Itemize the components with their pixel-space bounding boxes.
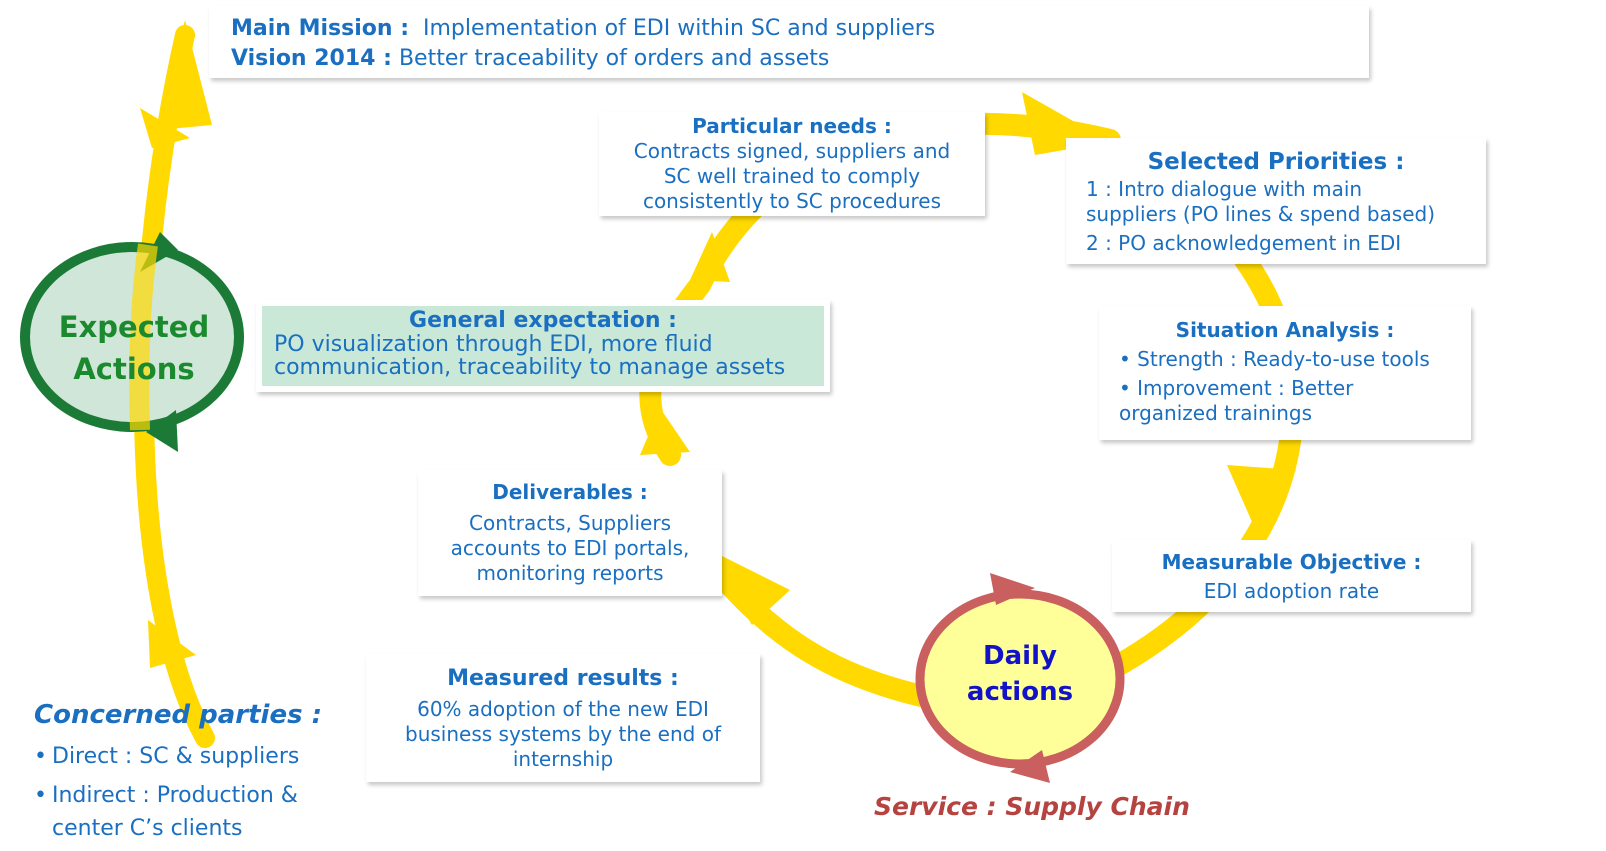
measurable-objective-line: EDI adoption rate [1203,579,1380,603]
daily-actions-line: actions [966,677,1074,707]
concerned-parties-title: Concerned parties : [34,700,323,730]
expected-actions-label: Expected Actions [34,306,234,390]
selected-priorities-title: Selected Priorities : [1147,149,1405,175]
expected-actions-line: Expected [58,310,210,344]
particular-needs-box: Particular needs : Contracts signed, sup… [599,112,985,216]
daily-actions-label: Daily actions [920,638,1120,710]
arrowhead-left-cycle2 [690,232,730,282]
selected-priorities-line: 2 : PO acknowledgement in EDI [1086,231,1402,255]
deliverables-box: Deliverables : Contracts, Suppliers acco… [418,470,722,596]
situation-analysis-line: organized trainings [1119,401,1313,425]
deliverables-line: monitoring reports [476,561,664,585]
general-expectation-line: PO visualization through EDI, more fluid [274,332,713,357]
deliverables-line: accounts to EDI portals, [450,536,690,560]
measurable-objective-title: Measurable Objective : [1161,550,1422,574]
arrowhead-left-mid [140,108,190,148]
selected-priorities-line: suppliers (PO lines & spend based) [1086,202,1436,226]
measured-results-line: 60% adoption of the new EDI [417,697,709,721]
vision-text: Better traceability of orders and assets [398,46,830,71]
general-expectation-title: General expectation : [409,308,677,333]
general-expectation-line: communication, traceability to manage as… [274,355,786,380]
expected-actions-line: Actions [73,352,195,386]
daily-arrowhead-top [990,573,1035,605]
deliverables-line: Contracts, Suppliers [469,511,671,535]
particular-needs-line: SC well trained to comply [663,164,921,188]
arrowhead-left-low [148,620,196,668]
service-label: Service : Supply Chain [874,792,1190,821]
arrowhead-top-left [158,20,212,130]
daily-arrowhead-bottom [1010,750,1050,783]
main-mission-text: Implementation of EDI within SC and supp… [423,16,936,41]
measured-results-line: business systems by the end of [405,722,721,746]
left-vertical-arrow [133,25,215,748]
selected-priorities-line: 1 : Intro dialogue with main [1086,177,1363,201]
daily-actions-line: Daily [983,641,1057,671]
measurable-objective-box: Measurable Objective : EDI adoption rate [1112,540,1471,612]
expected-yellow-pass [129,243,158,431]
particular-needs-title: Particular needs : [692,114,892,138]
situation-analysis-title: Situation Analysis : [1175,318,1395,342]
arrowhead-left-cycle [640,408,690,455]
vision-label: Vision 2014 : [231,46,392,71]
concerned-parties-item: Direct : SC & suppliers [34,740,354,773]
situation-analysis-box: Situation Analysis : • Strength : Ready-… [1099,306,1471,440]
selected-priorities-box: Selected Priorities : 1 : Intro dialogue… [1066,138,1486,264]
arrowhead-bottom [706,548,790,625]
situation-analysis-line: • Improvement : Better [1119,376,1354,400]
particular-needs-line: consistently to SC procedures [642,189,942,213]
mission-box: Main Mission : Implementation of EDI wit… [209,6,1369,78]
general-expectation-box: General expectation : PO visualization t… [256,300,830,392]
deliverables-title: Deliverables : [492,480,648,504]
expected-arrowhead-bottom [146,410,178,452]
situation-analysis-line: • Strength : Ready-to-use tools [1119,347,1430,371]
concerned-parties: Concerned parties : Direct : SC & suppli… [34,700,354,851]
measured-results-line: internship [512,747,614,771]
concerned-parties-item: Indirect : Production & center C’s clien… [34,779,354,845]
particular-needs-line: Contracts signed, suppliers and [633,139,951,163]
arrowhead-right [1227,465,1296,540]
measured-results-title: Measured results : [447,666,679,691]
main-mission-label: Main Mission : [231,16,409,41]
measured-results-box: Measured results : 60% adoption of the n… [366,654,760,782]
